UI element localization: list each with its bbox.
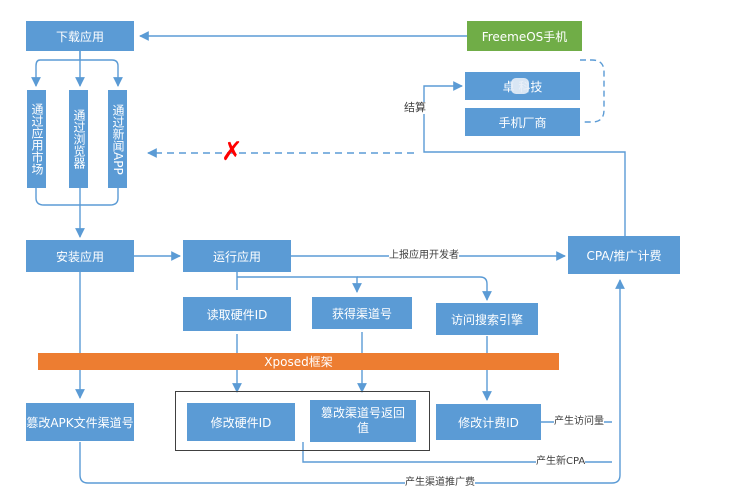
node-via-browser: 通过浏览器 — [69, 90, 88, 188]
node-tamper-channel-return: 篡改渠道号返回值 — [310, 400, 416, 442]
edge-label-gen-channel-fee: 产生渠道推广费 — [405, 477, 475, 489]
node-via-news-app: 通过新闻APP — [108, 90, 127, 188]
node-tamper-apk-channel: 篡改APK文件渠道号 — [26, 403, 134, 441]
node-read-hardware-id: 读取硬件ID — [183, 297, 291, 331]
node-install-app: 安装应用 — [26, 240, 134, 272]
node-download-app: 下载应用 — [26, 21, 134, 51]
node-modify-fee-id: 修改计费ID — [436, 404, 541, 440]
node-modify-hardware-id: 修改硬件ID — [187, 403, 295, 441]
edge-label-report-dev: 上报应用开发者 — [389, 250, 459, 262]
via-app-market-label: 通过应用市场 — [30, 103, 44, 175]
node-freemeos-phone: FreemeOS手机 — [467, 21, 582, 51]
edge-label-settle: 结算 — [404, 101, 426, 114]
via-browser-label: 通过浏览器 — [72, 109, 86, 169]
xposed-framework-bar: Xposed框架 — [38, 353, 559, 370]
blurred-patch — [511, 78, 529, 94]
node-via-app-market: 通过应用市场 — [27, 90, 46, 188]
blocked-cross-icon: ✗ — [221, 137, 243, 167]
edge-label-gen-new-cpa: 产生新CPA — [536, 456, 586, 468]
node-phone-maker: 手机厂商 — [465, 108, 580, 136]
node-get-channel-id: 获得渠道号 — [312, 297, 412, 329]
hook-group-frame — [175, 391, 430, 451]
node-cpa-fee: CPA/推广计费 — [568, 236, 680, 274]
edge-label-gen-visits: 产生访问量 — [554, 416, 604, 428]
node-visit-search-engine: 访问搜索引擎 — [436, 303, 538, 335]
node-run-app: 运行应用 — [183, 240, 291, 272]
via-news-app-label: 通过新闻APP — [111, 103, 125, 175]
